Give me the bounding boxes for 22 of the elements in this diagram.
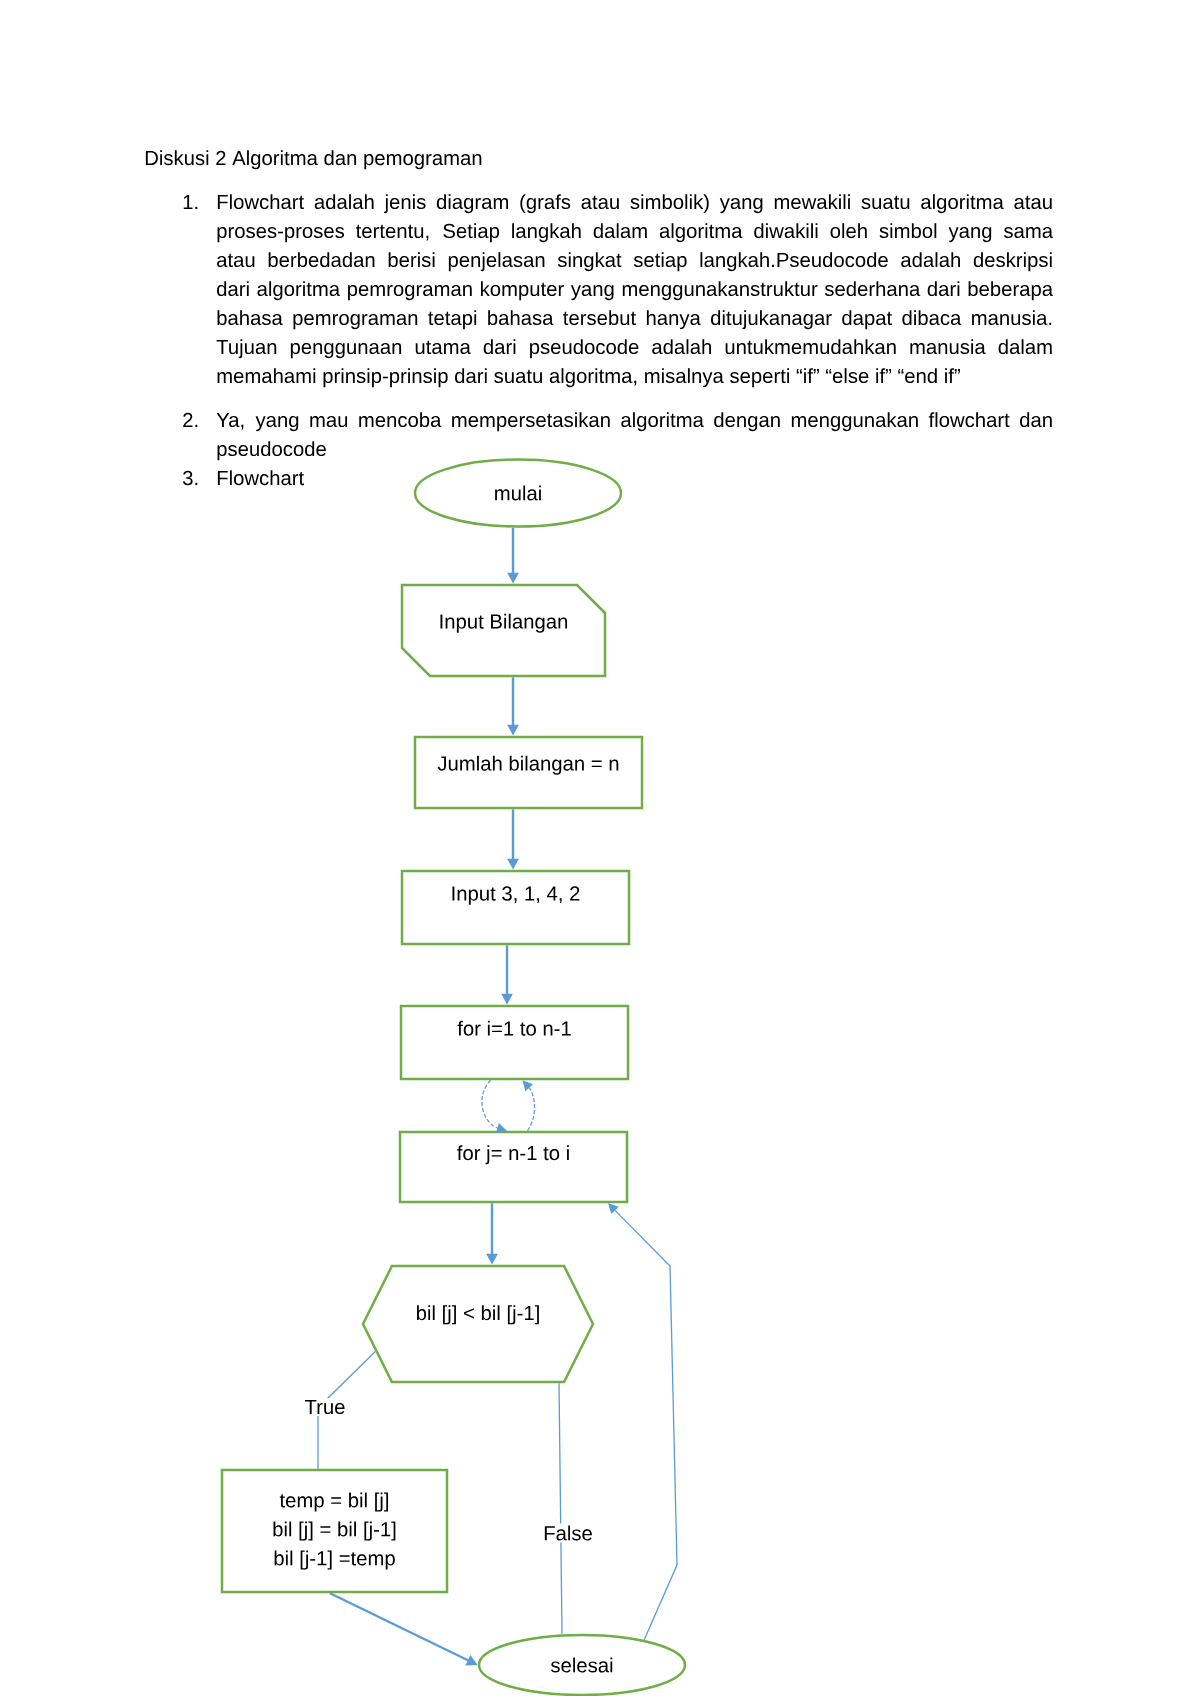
connector-line — [558, 1382, 563, 1635]
paragraph: Ya, yang mau mencoba mempersetasikan algoritma dengan menggunakan flowchart dan pseudocode — [216, 412, 1052, 461]
process-box: for i=1 to n-1 — [399, 1004, 630, 1081]
process-box: Input 3, 1, 4, 2 — [400, 869, 631, 946]
arrow — [608, 1203, 678, 1641]
edge-label: False — [541, 1523, 595, 1543]
list-item-text: Flowchart — [217, 470, 305, 486]
arrow — [522, 1080, 536, 1132]
paragraph: Flowchart adalah jenis diagram (grafs atau simbolik) yang mewakili suatu algoritma atau proses-proses tertentu, Setiap langkah dalam algoritma diwakili oleh simbol yang sama atau berbedadan berisi penjelasan singkat setiap langkah.Pseudocode adalah deskripsi dari algoritma pemrograman komputer yang menggunakanstruktur sederhana dari beberapa bahasa pemrograman tetapi bahasa tersebut hanya ditujukanagar dapat dibaca manusia. Tujuan penggunaan utama dari pseudocode adalah untukmemudahkan manusia dalam memahami prinsip-prinsip dari suatu algoritma, misalnya seperti “if” “else if” “end if” — [216, 194, 1054, 388]
input-card: Input Bilangan — [400, 583, 607, 678]
terminal-oval: mulai — [413, 458, 623, 528]
list-number: 1. — [183, 195, 198, 209]
process-box: temp = bil [j] bil [j] = bil [j-1] bil [j-1] =temp — [220, 1468, 449, 1594]
edge-label: True — [302, 1397, 348, 1417]
decision-hexagon: bil [j] < bil [j-1] — [361, 1264, 595, 1384]
list-number: 2. — [183, 412, 198, 427]
title: Diskusi 2 Algoritma dan pemograman — [145, 150, 482, 170]
process-box: Jumlah bilangan = n — [413, 735, 644, 810]
process-box: for j= n-1 to i — [398, 1130, 629, 1204]
list-number: 3. — [182, 470, 198, 486]
connector-line — [317, 1350, 376, 1470]
arrow — [481, 1079, 507, 1133]
